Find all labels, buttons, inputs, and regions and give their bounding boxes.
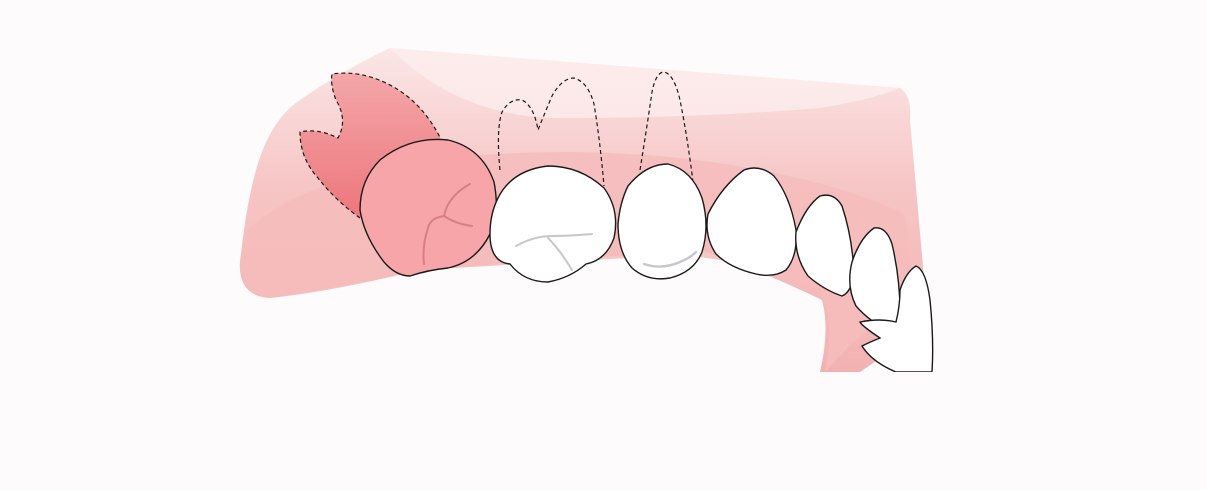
inflamed-molar xyxy=(359,138,497,277)
premolar-1-groove-2 xyxy=(547,237,573,271)
opposite-incisor-crown xyxy=(858,265,934,373)
canine-crown xyxy=(706,167,797,277)
premolar-1 xyxy=(489,165,617,283)
premolar-2 xyxy=(617,163,707,280)
premolar-root-outline xyxy=(497,77,605,187)
inflamed-root xyxy=(299,72,447,219)
bottom-mask xyxy=(0,372,1207,490)
inflamed-root-shape xyxy=(300,73,446,218)
inflamed-molar-groove-2 xyxy=(443,215,473,227)
premolar-2-crown xyxy=(617,163,707,280)
premolar-2-root-outline xyxy=(639,71,695,191)
premolar-1-crown xyxy=(489,165,617,283)
inflamed-molar-groove xyxy=(422,183,471,265)
gum-highlight xyxy=(390,48,900,118)
healthy-roots xyxy=(497,71,695,191)
premolar-1-groove xyxy=(515,233,593,247)
opposite-incisors xyxy=(858,265,934,373)
premolar-2-groove xyxy=(642,250,698,268)
canine xyxy=(706,167,797,277)
inflamed-root-outline xyxy=(299,72,447,219)
inflamed-molar-crown xyxy=(359,138,497,277)
